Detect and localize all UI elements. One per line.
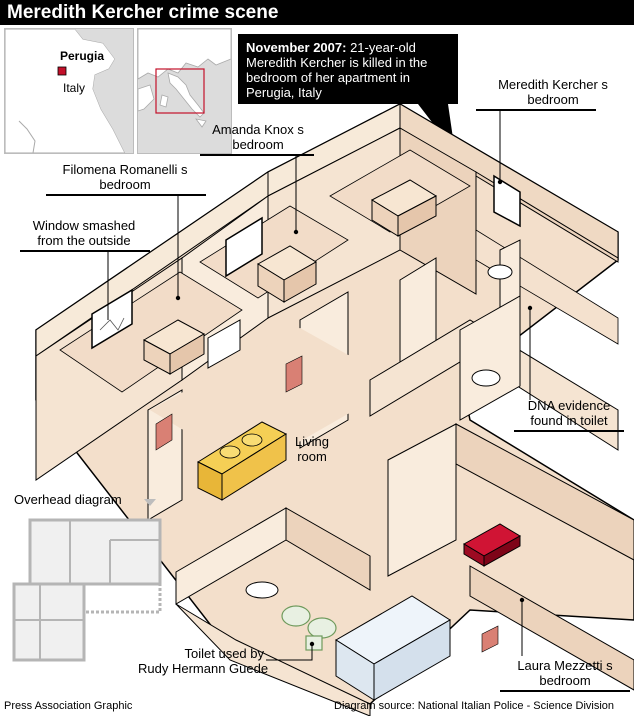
overhead-diagram-label: Overhead diagram: [14, 492, 122, 507]
amanda-bed: [257, 245, 317, 303]
filomena-bedroom-label: Filomena Romanelli s bedroom: [40, 162, 210, 192]
locator-country-label: Italy: [63, 81, 86, 95]
overhead-floorplan: [12, 518, 162, 662]
window-smashed-label: Window smashed from the outside: [16, 218, 152, 248]
laura-bed: [463, 523, 521, 567]
filomena-label-line1: Filomena Romanelli s: [62, 162, 188, 177]
dna-label-line1: DNA evidence: [527, 398, 611, 413]
rule-laura: [500, 690, 630, 692]
meredith-label-line2: bedroom: [527, 92, 579, 107]
meredith-label-line1: Meredith Kercher s: [498, 77, 608, 92]
footer-credit: Press Association Graphic: [4, 700, 133, 712]
event-callout: November 2007: 21-year-old Meredith Kerc…: [238, 34, 458, 104]
callout-text: 21-year-old Meredith Kercher is killed i…: [246, 40, 428, 100]
laura-label-line1: Laura Mezzetti s: [517, 658, 613, 673]
rule-filomena: [46, 194, 206, 196]
locator-map-europe: [137, 28, 232, 154]
locator-map-region: Perugia Italy: [4, 28, 134, 154]
living-label-line1: Living: [295, 434, 329, 449]
guede-toilet: [281, 605, 337, 651]
leader-lines: [107, 110, 531, 661]
locator-focus-box: [155, 68, 205, 114]
toilet-label-line1: Toilet used by: [184, 646, 265, 661]
window-label-line1: Window smashed: [32, 218, 136, 233]
region-map-graphic: [5, 29, 133, 153]
title-bar: Meredith Kercher crime scene: [0, 0, 634, 25]
rule-amanda: [200, 154, 314, 156]
guede-toilet-label: Toilet used by Rudy Hermann Guede: [138, 646, 269, 676]
europe-map-graphic: [138, 29, 231, 153]
meredith-bed: [370, 179, 438, 237]
dna-evidence-label: DNA evidence found in toilet: [510, 398, 628, 428]
locator-city-label: Perugia: [60, 49, 105, 63]
laura-label-line2: bedroom: [539, 673, 591, 688]
toilet-label-line2: Rudy Hermann Guede: [138, 661, 269, 676]
page-title: Meredith Kercher crime scene: [7, 2, 279, 23]
perugia-marker: [57, 66, 67, 76]
living-label-line2: room: [297, 449, 327, 464]
callout-date: November 2007:: [246, 40, 347, 55]
amanda-label-line2: bedroom: [232, 137, 284, 152]
amanda-label-line1: Amanda Knox s: [212, 122, 304, 137]
laura-bedroom-label: Laura Mezzetti s bedroom: [500, 658, 630, 688]
rule-window: [20, 250, 150, 252]
amanda-bedroom-label: Amanda Knox s bedroom: [196, 122, 320, 152]
window-label-line2: from the outside: [37, 233, 131, 248]
dna-label-line2: found in toilet: [530, 413, 608, 428]
filomena-label-line2: bedroom: [99, 177, 151, 192]
filomena-bed: [142, 319, 206, 375]
footer-source: Diagram source: National Italian Police …: [334, 700, 615, 712]
dna-toilet: [471, 369, 501, 387]
smashed-window: [91, 288, 133, 350]
living-room-sofa: [196, 421, 288, 501]
rule-meredith: [476, 109, 596, 111]
living-room-label: Living room: [284, 434, 340, 464]
rule-dna: [514, 430, 624, 432]
meredith-bedroom-label: Meredith Kercher s bedroom: [482, 77, 624, 107]
